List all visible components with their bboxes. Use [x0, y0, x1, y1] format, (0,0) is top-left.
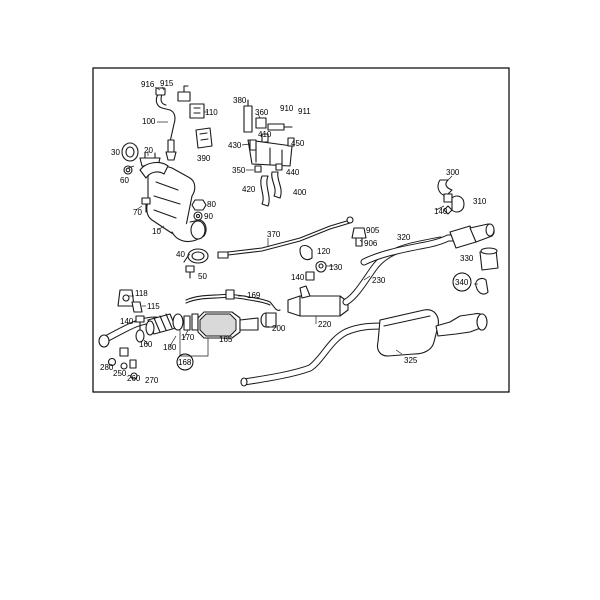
bracket-390[interactable]	[195, 127, 213, 149]
label-280[interactable]: 280	[100, 363, 114, 372]
hanger-400[interactable]	[260, 171, 282, 207]
gasket-160[interactable]	[135, 329, 145, 343]
label-220[interactable]: 220	[318, 320, 332, 329]
label-916[interactable]: 916	[141, 80, 155, 89]
label-910[interactable]: 910	[280, 104, 294, 113]
label-140b[interactable]: 140	[291, 273, 305, 282]
long-pipe[interactable]	[240, 322, 388, 387]
label-30[interactable]: 30	[111, 148, 120, 157]
label-140a[interactable]: 140	[434, 207, 448, 216]
label-420[interactable]: 420	[242, 185, 256, 194]
flex-connector[interactable]	[145, 313, 184, 336]
label-130[interactable]: 130	[329, 263, 343, 272]
label-300[interactable]: 300	[446, 168, 460, 177]
catalytic-converter[interactable]	[139, 161, 207, 243]
label-915[interactable]: 915	[160, 79, 174, 88]
bracket-assembly[interactable]	[243, 99, 295, 173]
label-440[interactable]: 440	[286, 168, 300, 177]
rubber-hanger-300[interactable]	[437, 179, 465, 215]
label-110[interactable]: 110	[205, 108, 218, 117]
bracket-115[interactable]	[131, 301, 143, 313]
label-450[interactable]: 450	[291, 139, 305, 148]
label-330[interactable]: 330	[460, 254, 474, 263]
label-340[interactable]: 340	[455, 278, 469, 287]
nut-90[interactable]	[193, 211, 203, 221]
label-169[interactable]: 169	[247, 291, 261, 300]
label-165[interactable]: 165	[219, 335, 233, 344]
small-parts-250-280[interactable]	[107, 347, 138, 380]
label-160[interactable]: 160	[139, 340, 153, 349]
oxygen-sensor[interactable]	[155, 85, 191, 161]
label-100[interactable]: 100	[142, 117, 156, 126]
hanger-120[interactable]	[299, 244, 313, 261]
label-250[interactable]: 250	[113, 369, 127, 378]
callout-ring-168	[176, 353, 194, 371]
label-350[interactable]: 350	[232, 166, 246, 175]
label-70[interactable]: 70	[133, 208, 142, 217]
clamp-200[interactable]	[260, 312, 277, 328]
tailpipe-330[interactable]	[479, 247, 499, 271]
bracket-118[interactable]	[117, 289, 135, 307]
sensor-bracket[interactable]	[189, 103, 205, 119]
nut-140b[interactable]	[305, 271, 315, 281]
bolt-140c[interactable]	[135, 315, 145, 331]
label-310[interactable]: 310	[473, 197, 487, 206]
rear-pipe-320[interactable]	[360, 223, 495, 266]
nut-60[interactable]	[123, 165, 133, 175]
label-390[interactable]: 390	[197, 154, 211, 163]
label-906[interactable]: 906	[364, 239, 378, 248]
label-400[interactable]: 400	[293, 188, 307, 197]
label-50[interactable]: 50	[198, 272, 207, 281]
label-200[interactable]: 200	[272, 324, 286, 333]
label-380[interactable]: 380	[233, 96, 247, 105]
label-430[interactable]: 430	[228, 141, 242, 150]
leader-lines	[127, 86, 478, 359]
label-370[interactable]: 370	[267, 230, 281, 239]
label-320[interactable]: 320	[397, 233, 411, 242]
label-325[interactable]: 325	[404, 356, 418, 365]
label-40[interactable]: 40	[176, 250, 185, 259]
label-120[interactable]: 120	[317, 247, 331, 256]
clamp-40[interactable]	[183, 248, 209, 264]
label-168[interactable]: 168	[178, 358, 192, 367]
label-905[interactable]: 905	[366, 226, 380, 235]
clamp-340[interactable]	[475, 277, 489, 295]
label-115[interactable]: 115	[147, 302, 160, 311]
label-90[interactable]: 90	[204, 212, 213, 221]
label-10[interactable]: 10	[152, 227, 161, 236]
rod-370[interactable]	[217, 216, 354, 259]
label-170[interactable]: 170	[181, 333, 195, 342]
center-muffler[interactable]	[287, 285, 349, 317]
bolt-70[interactable]	[141, 197, 151, 213]
label-140c[interactable]: 140	[120, 317, 134, 326]
label-118[interactable]: 118	[135, 289, 148, 298]
gasket-ring[interactable]	[121, 142, 139, 162]
label-270[interactable]: 270	[145, 376, 159, 385]
rear-muffler[interactable]	[376, 309, 488, 357]
label-180[interactable]: 180	[163, 343, 177, 352]
bolt-50[interactable]	[185, 265, 195, 279]
pipe-169[interactable]	[185, 289, 281, 311]
nut-80[interactable]	[191, 199, 207, 211]
label-80[interactable]: 80	[207, 200, 216, 209]
label-20[interactable]: 20	[144, 146, 153, 155]
catalyst-165[interactable]	[197, 311, 259, 339]
label-911[interactable]: 911	[298, 107, 311, 116]
part-labels: 916 915 100 110 390 30 20 60 70 80 90 10…	[100, 79, 487, 385]
hanger-905[interactable]	[351, 227, 367, 247]
label-230[interactable]: 230	[372, 276, 386, 285]
label-360[interactable]: 360	[255, 108, 269, 117]
label-410[interactable]: 410	[258, 130, 272, 139]
callout-ring-340	[452, 272, 472, 292]
hanger-130[interactable]	[315, 260, 327, 273]
label-60[interactable]: 60	[120, 176, 129, 185]
label-260[interactable]: 260	[127, 374, 141, 383]
